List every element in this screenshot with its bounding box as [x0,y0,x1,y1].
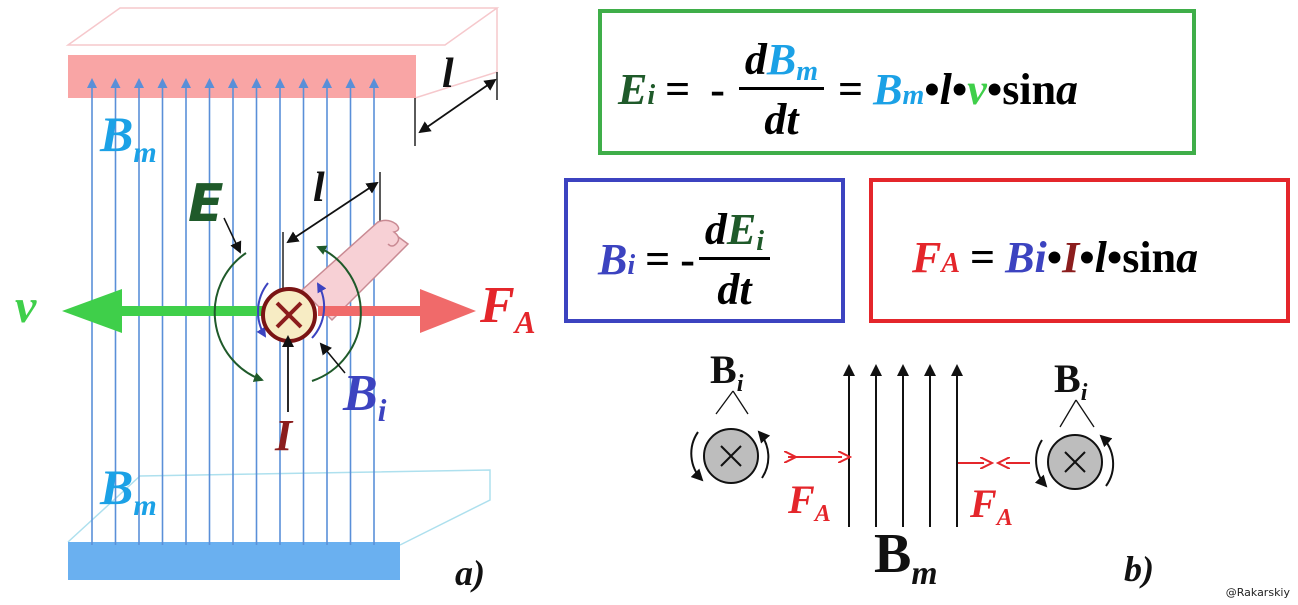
panel-b-force-arrows [788,457,1030,463]
caption-a: a) [455,553,485,593]
label-Bm-top: Bm [100,106,157,169]
label-FA: FA [480,277,536,340]
length-dimension-conductor [282,172,381,290]
formula-box-red [869,178,1290,323]
length-dimension-top [414,72,498,146]
formula-box-green [598,9,1196,155]
label-l-mid: l [313,165,325,211]
label-b-Bm: Bm [874,523,938,592]
conductor-cross-section-icon [261,287,317,343]
panel-b-left-conductor [690,390,771,484]
fraction-dBm-dt: dBm dt [738,34,825,145]
label-v: v [15,280,37,333]
caption-b: b) [1124,549,1154,589]
label-b-Bi-left: Bi [710,347,744,398]
panel-b-field-lines [843,364,963,527]
top-magnet-plate [65,7,500,99]
velocity-arrow [62,289,270,333]
electric-field-loop [213,217,362,382]
formula-box-blue [564,178,845,323]
label-E: E [188,174,224,234]
conductor-rod [300,219,410,322]
induced-field-loop [256,282,346,374]
ampere-force-arrow [318,289,476,333]
label-Bi: Bi [343,365,387,428]
watermark: @Rakarskiy [1225,586,1290,599]
label-b-FA-left: FA [788,477,831,528]
label-l-top: l [442,51,454,97]
label-Bm-bottom: Bm [100,459,157,522]
label-b-Bi-right: Bi [1054,356,1088,407]
label-b-FA-right: FA [970,481,1013,532]
fraction-dEi-dt: dEi dt [698,204,771,315]
label-I: I [275,411,293,460]
panel-b-right-conductor [1034,399,1115,490]
